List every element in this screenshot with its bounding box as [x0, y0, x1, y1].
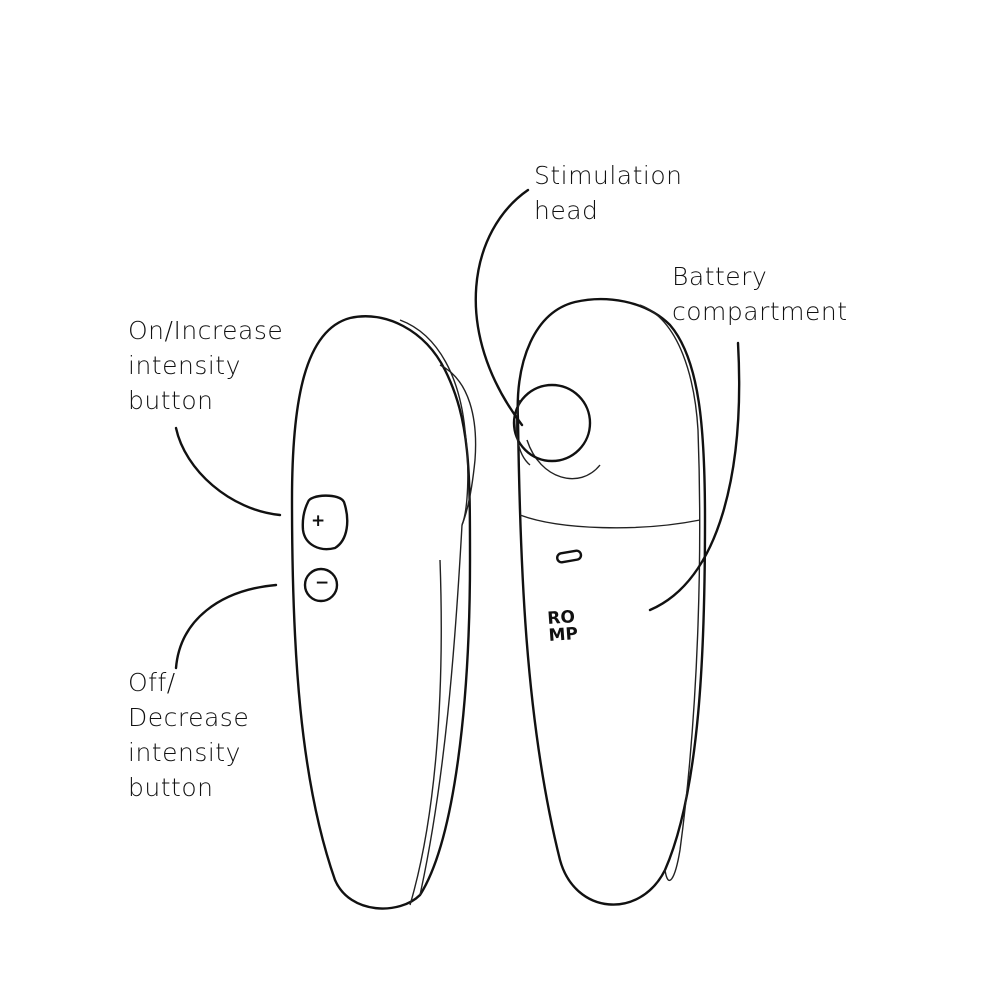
label-stimulation-head: Stimulation head — [534, 158, 682, 228]
label-line: head — [534, 196, 599, 225]
label-battery-compartment: Battery compartment — [672, 259, 848, 329]
stimulation-head — [512, 383, 592, 466]
leader-battery — [648, 341, 741, 612]
leader-on-increase — [174, 426, 282, 517]
label-line: compartment — [672, 297, 848, 326]
plus-symbol: + — [311, 511, 326, 531]
label-line: intensity — [128, 351, 241, 380]
label-line: Decrease — [128, 703, 250, 732]
minus-symbol: − — [315, 573, 330, 593]
leader-off-decrease — [174, 583, 278, 670]
leader-stimulation-head — [474, 188, 530, 427]
label-off-decrease-button: Off/ Decrease intensity button — [128, 665, 249, 805]
minus-button[interactable] — [303, 567, 339, 603]
label-line: Off/ — [128, 668, 176, 697]
label-line: button — [128, 773, 214, 802]
label-line: intensity — [128, 738, 241, 767]
romp-logo: RO MP — [547, 607, 579, 646]
logo-line-2: MP — [547, 623, 579, 646]
label-line: Battery — [672, 262, 768, 291]
label-line: button — [128, 386, 214, 415]
right-device — [516, 297, 707, 906]
label-line: Stimulation — [534, 161, 683, 190]
indicator-light — [556, 549, 583, 564]
left-device — [290, 315, 477, 910]
plus-button[interactable] — [301, 494, 349, 551]
label-on-increase-button: On/Increase intensity button — [128, 313, 283, 418]
label-line: On/Increase — [128, 316, 284, 345]
